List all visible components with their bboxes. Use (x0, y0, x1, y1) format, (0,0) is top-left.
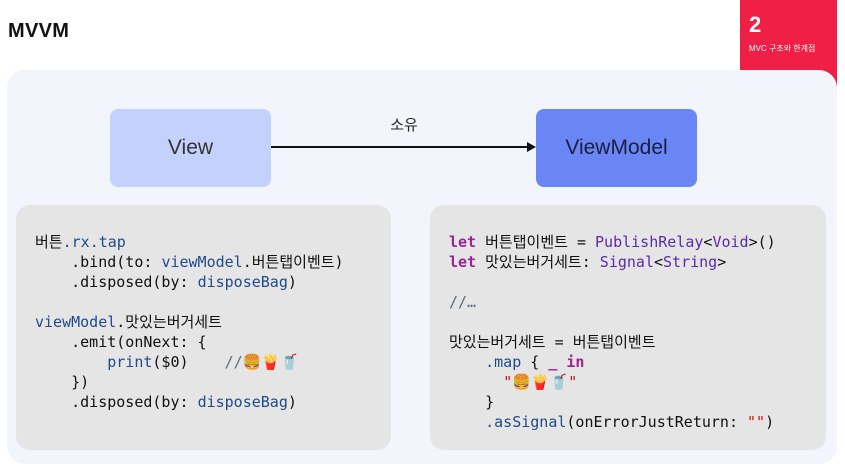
code-line: .asSignal(onErrorJustReturn: "") (449, 413, 775, 431)
code-line: "🍔🍟🥤" (503, 373, 578, 391)
ownership-arrow (271, 142, 536, 152)
ownership-label: 소유 (390, 117, 418, 134)
food-emoji-icon: 🍔🍟🥤 (242, 353, 299, 371)
chapter-subtitle: MVC 구조와 한계점 (749, 44, 816, 53)
code-line: let 맛있는버거세트: Signal<String> (449, 253, 727, 271)
code-line: 맛있는버거세트 = 버튼탭이벤트 (449, 333, 656, 351)
code-line: } (449, 393, 495, 411)
food-emoji-icon: 🍔🍟🥤 (512, 373, 569, 391)
code-line: }) (35, 373, 90, 391)
view-code-block: 버튼.rx.tap .bind(to: viewModel.버튼탭이벤트) .d… (16, 205, 391, 450)
viewmodel-code-block: let 버튼탭이벤트 = PublishRelay<Void>() let 맛있… (430, 205, 826, 450)
code-line: print($0) //🍔🍟🥤 (35, 353, 299, 371)
viewmodel-node-label: ViewModel (565, 136, 668, 159)
code-line: .disposed(by: disposeBag) (35, 273, 297, 291)
code-line: .emit(onNext: { (35, 333, 207, 351)
page-title: MVVM (8, 20, 70, 42)
code-line: //… (449, 293, 477, 311)
view-node: View (110, 109, 271, 187)
code-line: viewModel.맛있는버거세트 (35, 313, 222, 331)
code-line: .disposed(by: disposeBag) (35, 393, 297, 411)
code-line: .map { _ in (449, 353, 585, 371)
viewmodel-node: ViewModel (536, 109, 697, 187)
code-line: .bind(to: viewModel.버튼탭이벤트) (35, 253, 344, 271)
code-line: 버튼.rx.tap (35, 233, 126, 251)
view-node-label: View (167, 136, 214, 159)
chapter-number: 2 (749, 12, 762, 37)
code-line: let 버튼탭이벤트 = PublishRelay<Void>() (449, 233, 776, 251)
viewmodel-code: let 버튼탭이벤트 = PublishRelay<Void>() let 맛있… (449, 232, 776, 432)
view-code: 버튼.rx.tap .bind(to: viewModel.버튼탭이벤트) .d… (35, 232, 344, 412)
